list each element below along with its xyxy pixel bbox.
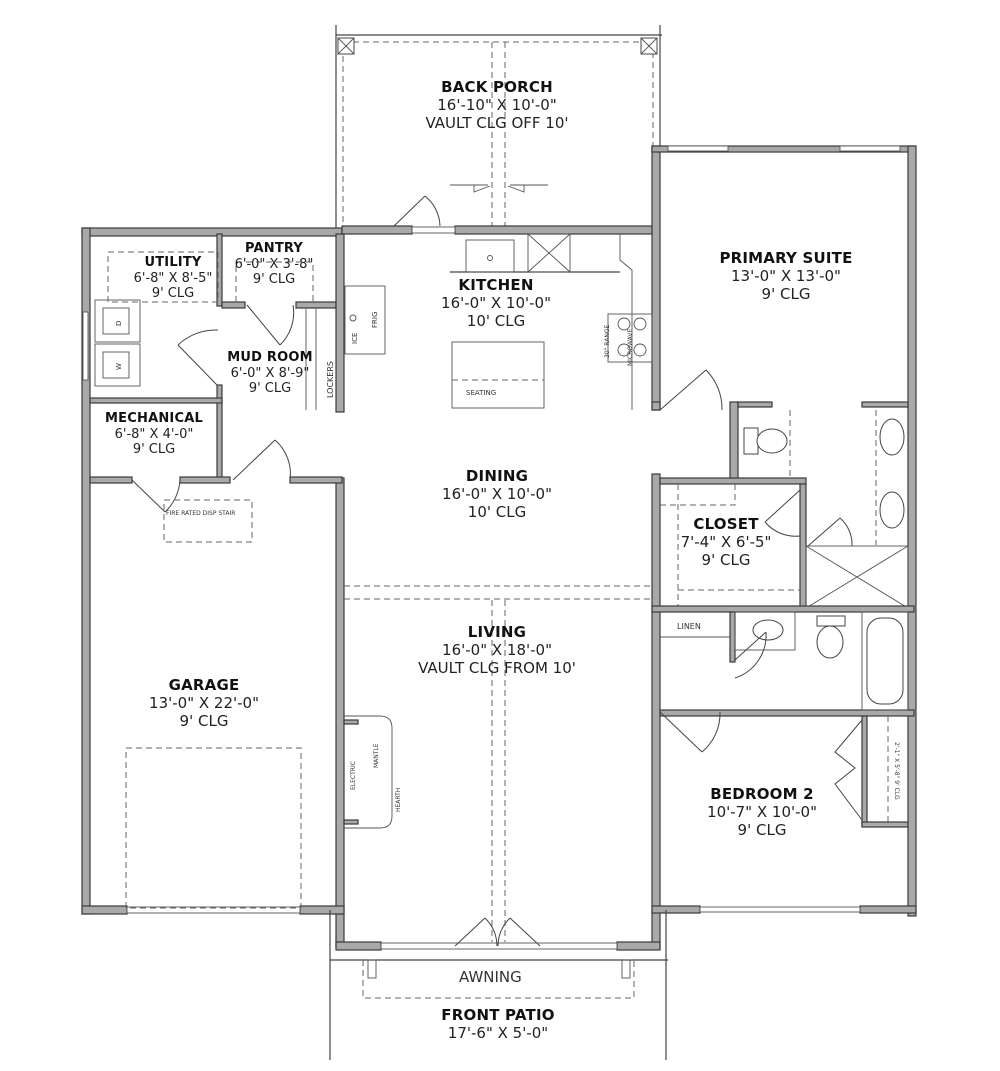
range-label: 30" RANGE [604,324,611,358]
room-label-kitchen: KITCHEN 16'-0" X 10'-0" 10' CLG [441,276,551,330]
room-ceiling: VAULT CLG FROM 10' [418,659,576,677]
room-dimensions: 6'-8" X 4'-0" [114,426,194,442]
garage-fixtures [125,747,302,909]
room-dimensions: 6'-0" X 8'-9" [230,365,310,381]
room-dimensions: 17'-6" X 5'-0" [447,1024,549,1042]
room-ceiling: 9' CLG [252,272,296,288]
room-name: MECHANICAL [105,411,203,426]
exterior-walls [81,145,917,951]
room-ceiling: 9' CLG [179,712,229,730]
lockers-label: LOCKERS [326,361,335,398]
hearth-label: HEARTH [395,787,402,812]
room-name: LIVING [467,623,527,641]
room-dimensions: 13'-0" X 13'-0" [731,267,841,285]
room-label-closet: CLOSET 7'-4" X 6'-5" 9' CLG [681,515,772,569]
room-dimensions: 7'-4" X 6'-5" [680,533,772,551]
linen-label: LINEN [677,622,701,631]
room-name: CLOSET [693,515,759,533]
room-name: PANTRY [244,241,304,256]
room-label-bedroom-2: BEDROOM 2 10'-7" X 10'-0" 9' CLG [707,785,817,839]
fire-stair-label: FIRE RATED DISP STAIR [166,510,236,517]
room-label-utility: UTILITY 6'-8" X 8'-5" 9' CLG [134,255,213,302]
room-ceiling: 9' CLG [761,285,811,303]
room-name: PRIMARY SUITE [719,249,853,267]
room-label-mud-room: MUD ROOM 6'-0" X 8'-9" 9' CLG [227,350,312,397]
room-dimensions: 16'-10" X 10'-0" [437,96,557,114]
room-label-living: LIVING 16'-0" X 18'-0" VAULT CLG FROM 10… [418,623,576,677]
room-label-garage: GARAGE 13'-0" X 22'-0" 9' CLG [149,676,259,730]
bath-closet-walls [651,369,915,828]
room-ceiling: 10' CLG [467,503,527,521]
kitchen-fixtures [344,195,661,411]
ice-label: ICE [351,332,359,344]
room-dimensions: 16'-0" X 18'-0" [442,641,552,659]
washer-label: W [115,363,123,370]
room-name: GARAGE [168,676,240,694]
room-dimensions: 16'-0" X 10'-0" [442,485,552,503]
dryer-label: D [115,320,123,326]
room-label-front-patio: FRONT PATIO 17'-6" X 5'-0" [441,1006,554,1042]
room-label-back-porch: BACK PORCH 16'-10" X 10'-0" VAULT CLG OF… [425,78,568,132]
room-label-mechanical: MECHANICAL 6'-8" X 4'-0" 9' CLG [105,411,203,458]
microwave-label: MICROWAVE [627,328,634,366]
room-name: MUD ROOM [227,350,313,365]
seating-label: SEATING [466,389,497,397]
room-name: UTILITY [144,255,202,270]
room-ceiling: 9' CLG [701,551,751,569]
room-label-pantry: PANTRY 6'-0" X 3'-8" 9' CLG [235,241,314,288]
room-name: FRONT PATIO [441,1006,555,1024]
room-name: BEDROOM 2 [710,785,814,803]
room-dimensions: 13'-0" X 22'-0" [149,694,259,712]
room-dimensions: 16'-0" X 10'-0" [441,294,551,312]
back-porch-outline [335,25,662,233]
room-ceiling: VAULT CLG OFF 10' [425,114,569,132]
living-dining-fixtures [343,585,652,947]
awning-label: AWNING [459,968,522,986]
room-label-primary-suite: PRIMARY SUITE 13'-0" X 13'-0" 9' CLG [719,249,852,303]
room-label-dining: DINING 16'-0" X 10'-0" 10' CLG [442,467,552,521]
electric-label: ELECTRIC [350,761,357,790]
room-dimensions: 10'-7" X 10'-0" [707,803,817,821]
room-ceiling: 9' CLG [132,442,176,458]
room-ceiling: 9' CLG [737,821,787,839]
room-name: KITCHEN [458,276,534,294]
front-patio-outline [329,910,668,1060]
room-name: DINING [465,467,529,485]
room-dimensions: 6'-8" X 8'-5" [133,270,213,286]
frig-label: FRIG [371,311,379,328]
room-name: BACK PORCH [441,78,553,96]
room-ceiling: 9' CLG [248,381,292,397]
room-ceiling: 9' CLG [151,286,195,302]
room-ceiling: 10' CLG [466,312,526,330]
interior-walls-left [89,233,345,543]
bed2-closet-label: 2'-1" X 5'-8" 9' CLG [893,742,900,800]
windows [82,145,901,950]
room-dimensions: 6'-0" X 3'-8" [234,256,314,272]
mantle-label: MANTLE [373,743,380,768]
